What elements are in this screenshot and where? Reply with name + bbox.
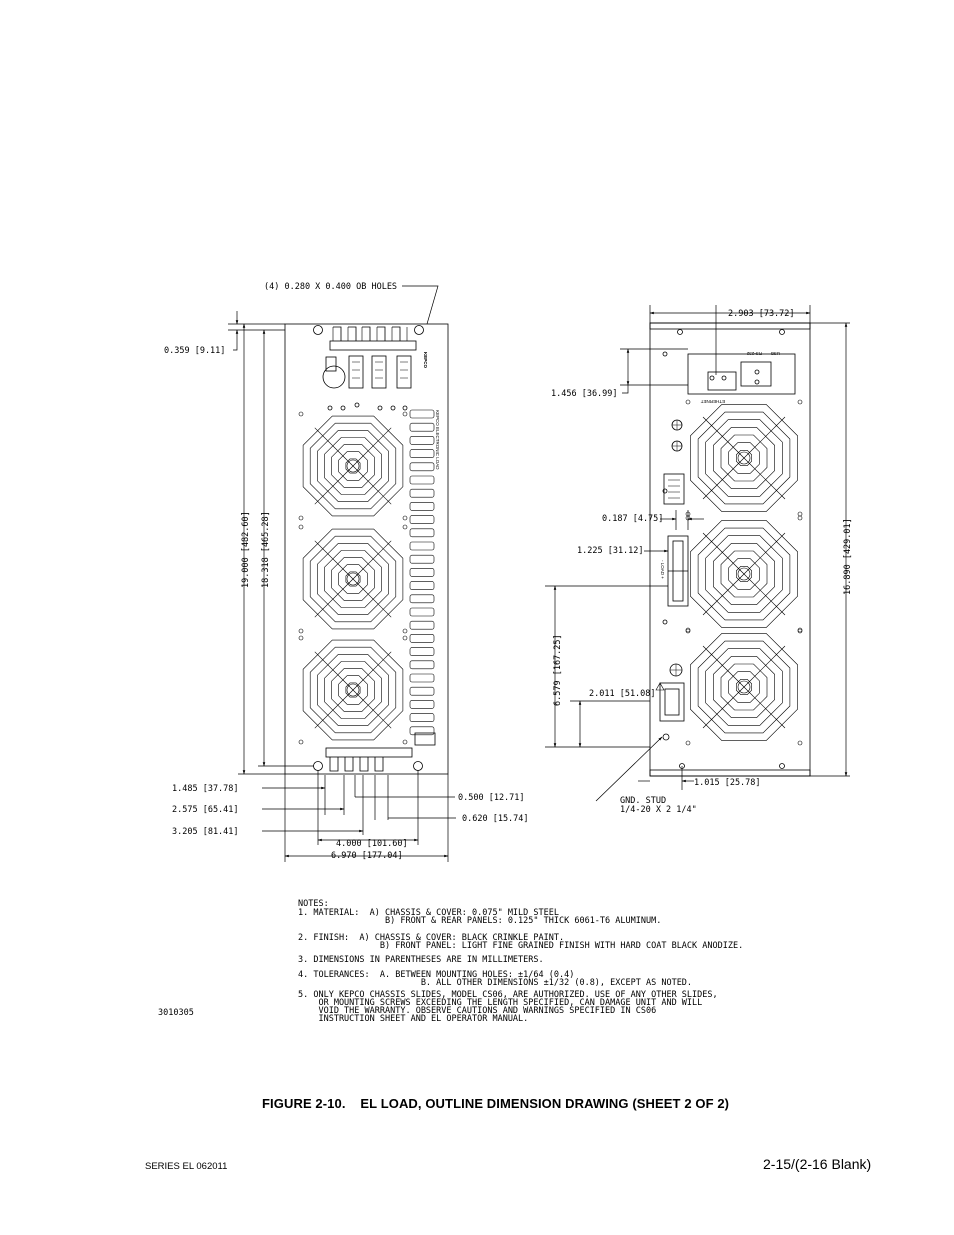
front-dim-1485: 1.485 [37.78] [172,784,239,794]
rear-ac-input [659,682,685,722]
vent-slot [409,528,435,538]
rear-dim-2903: 2.903 [73.72] [728,309,795,319]
front-dim-0500: 0.500 [12.71] [458,793,525,803]
vent-slot [409,409,435,419]
vent-slot [409,436,435,445]
front-brand: KEPCO [423,352,428,369]
notes-line: INSTRUCTION SHEET AND EL OPERATOR MANUAL… [298,1014,528,1024]
front-dim-6970: 6.970 [177.04] [331,851,403,861]
vent-slot [409,581,435,590]
drawing-number: 3010305 [158,1008,194,1018]
front-hole-bottom-right [413,761,423,771]
front-vent-slots [409,409,435,736]
front-bottom-handle [325,747,413,758]
vent-slot [409,515,435,524]
footer-page-number: 2-15/(2-16 Blank) [763,1156,872,1172]
figure-caption: FIGURE 2-10. EL LOAD, OUTLINE DIMENSION … [262,1096,730,1111]
front-dim-height-total: 19.000 [482.60] [241,511,251,588]
front-dim-0620: 0.620 [15.74] [462,814,529,824]
fan-grille [298,635,408,745]
rear-rs232-label: RS-232 [746,351,762,356]
rear-dim-0187: 0.187 [4.75] [602,514,663,524]
rear-usb-label: USB [771,351,780,356]
rear-dim-16890: 16.890 [429.01] [843,518,853,595]
rear-fan-grilles [685,399,803,746]
front-hole-top-right [414,325,424,335]
rear-dim-1015: 1.015 [25.78] [694,778,761,788]
rear-dim-1225: 1.225 [31.12] [577,546,644,556]
notes-line: 4. TOLERANCES: A. BETWEEN MOUNTING HOLES… [298,970,574,980]
notes-line: B) FRONT PANEL: LIGHT FINE GRAINED FINIS… [298,941,743,951]
notes-line: B) FRONT & REAR PANELS: 0.125" THICK 606… [298,916,661,926]
front-dim-top-offset: 0.359 [9.11] [164,346,225,356]
front-dim-2575: 2.575 [65.41] [172,805,239,815]
vent-slot [409,594,435,604]
vent-slot [409,686,435,696]
notes-line: 5. ONLY KEPCO CHASSIS SLIDES, MODEL CS06… [298,990,718,1000]
vent-slot [409,541,435,551]
front-hole-top-left [313,325,323,335]
rear-panel-view [649,322,811,777]
vent-slot [409,502,435,511]
front-top-handle [329,340,417,351]
front-dim-3205: 3.205 [81.41] [172,827,239,837]
notes-block: NOTES: 1. MATERIAL: A) CHASSIS & COVER: … [298,899,743,1024]
rear-io-connector-panel [687,353,796,395]
front-fan-grilles [298,411,408,745]
front-knob [322,365,346,389]
fan-grille [685,515,803,633]
vent-slot [409,700,435,709]
front-holes-callout: (4) 0.280 X 0.400 OB HOLES [264,282,397,292]
vent-slot [409,568,435,577]
vent-slot [409,475,435,485]
gnd-stud-size: 1/4-20 X 2 1/4" [620,805,697,815]
notes-line: 2. FINISH: A) CHASSIS & COVER: BLACK CRI… [298,933,564,943]
vent-slot [409,620,435,630]
vent-slot [409,726,435,736]
rear-load-label: - LOAD + [660,560,665,579]
fan-grille [298,524,408,634]
front-hole-bottom-left [313,761,323,771]
rear-dim-6579: 6.579 [167.25] [553,634,563,706]
fan-grille [685,399,803,517]
vent-slot [409,647,435,656]
rear-dim-2011: 2.011 [51.08] [589,689,656,699]
fan-grille [298,411,408,521]
front-model-label: KEPCO ELECTRONIC LOAD [435,410,440,470]
rear-dim-1456: 1.456 [36.99] [551,389,618,399]
notes-line: B. ALL OTHER DIMENSIONS ±1/32 (0.8), EXC… [298,978,692,988]
rear-panel-outline [649,322,811,777]
notes-line: 1. MATERIAL: A) CHASSIS & COVER: 0.075" … [298,908,559,918]
front-dimensions [228,285,456,862]
vent-slot [409,462,435,472]
front-panel-view [284,323,449,775]
vent-slot [409,554,435,564]
notes-line: 3. DIMENSIONS IN PARENTHESES ARE IN MILL… [298,955,544,965]
rear-dimensions [545,305,850,802]
notes-line: VOID THE WARRANTY. OBSERVE CAUTIONS AND … [298,1006,656,1016]
vent-slot [409,422,435,432]
vent-slot [409,713,435,722]
front-dim-height-holes: 18.318 [465.28] [261,511,271,588]
front-dim-4000: 4.000 [101.60] [336,839,408,849]
fan-grille [685,628,803,746]
front-panel-outline [284,323,449,775]
rear-ethernet-label: ETHERNET [700,399,725,404]
vent-slot [409,634,435,643]
gnd-stud-label: GND. STUD [620,796,666,806]
footer-series: SERIES EL 062011 [145,1161,228,1172]
vent-slot [409,660,435,670]
vent-slot [409,488,435,498]
vent-slot [409,673,435,683]
vent-slot [409,607,435,617]
notes-line: OR MOUNTING SCREWS EXCEEDING THE LENGTH … [298,998,702,1008]
vent-slot [409,449,435,458]
notes-title: NOTES: [298,899,329,909]
